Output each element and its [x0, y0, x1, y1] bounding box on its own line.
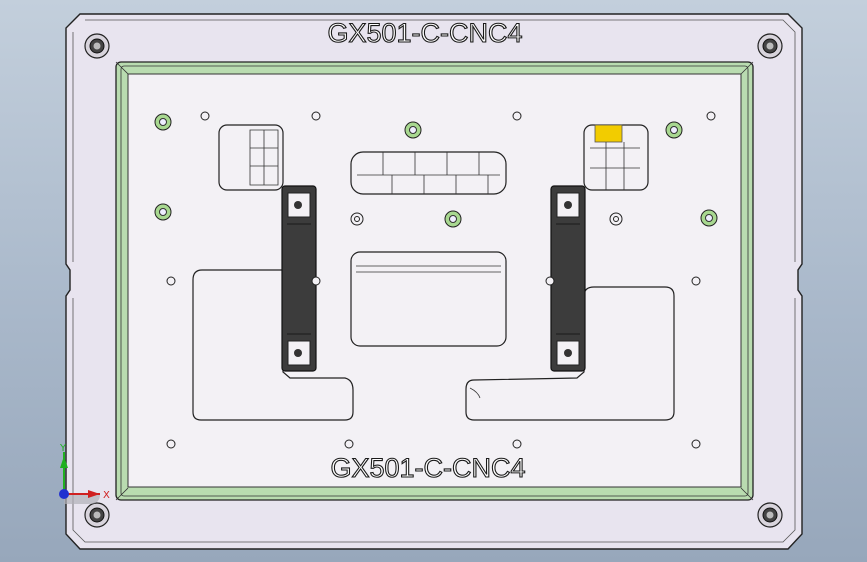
- mounting-holes: [166, 111, 716, 449]
- highlight-block: [594, 124, 623, 143]
- corner-screw-icon: [757, 33, 783, 59]
- pocket-top-left: [218, 124, 284, 191]
- locator-pin-icon: [404, 121, 422, 139]
- axis-y-label: Y: [59, 443, 67, 454]
- pocket-lower-left: [192, 269, 354, 421]
- locator-pin-icon: [665, 121, 683, 139]
- corner-screw-icon: [84, 502, 110, 528]
- clamp-bar-right: [550, 185, 586, 372]
- corner-screw-icon: [757, 502, 783, 528]
- locator-pin-icon: [444, 210, 462, 228]
- engraving-top: GX501-C-CNC4: [327, 18, 522, 48]
- pocket-top-right: [583, 124, 649, 191]
- clamp-bar-left: [281, 185, 317, 372]
- pocket-center-window: [350, 251, 507, 347]
- coordinate-triad-icon: Y X: [59, 443, 110, 504]
- locator-pin-icon: [154, 203, 172, 221]
- locator-pin-icon: [700, 209, 718, 227]
- engraving-bottom: GX501-C-CNC4: [330, 453, 525, 483]
- axis-x-label: X: [103, 490, 110, 501]
- corner-screw-icon: [84, 33, 110, 59]
- pocket-center-slots: [350, 151, 507, 195]
- locator-pin-icon: [154, 113, 172, 131]
